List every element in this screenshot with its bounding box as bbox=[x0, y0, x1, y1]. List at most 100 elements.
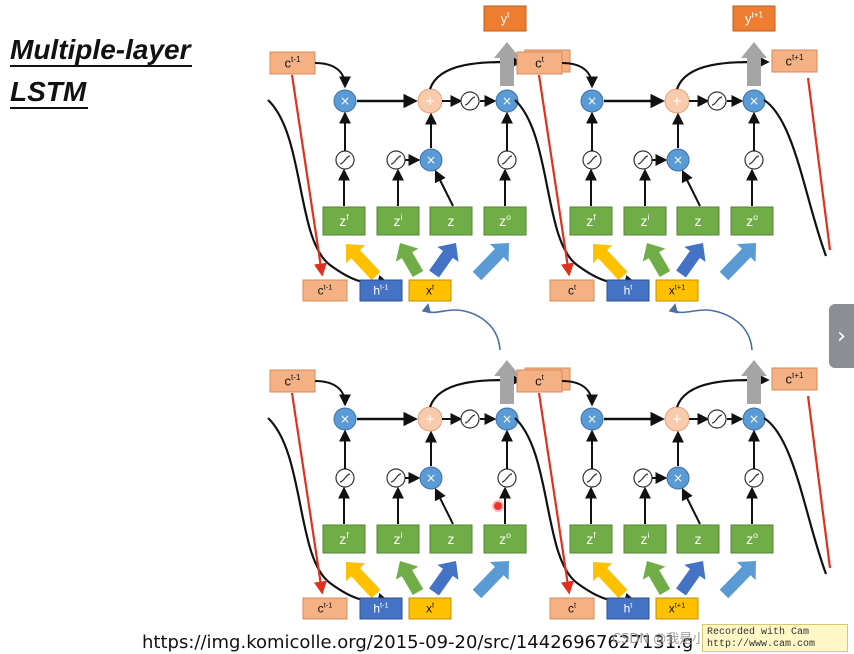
c-prev-box-label: ct bbox=[535, 373, 545, 388]
cell-input-arrow bbox=[429, 243, 459, 278]
gate-forget-box: zf bbox=[569, 206, 613, 236]
c-next-box-rect bbox=[771, 49, 818, 73]
gate-cell-input-box: z bbox=[429, 524, 473, 554]
forget-sigmoid-node-curve bbox=[586, 155, 598, 165]
input-c-box-label: ct-1 bbox=[318, 601, 333, 616]
input-h-box: ht-1 bbox=[359, 279, 403, 302]
gate-input-box: zi bbox=[623, 206, 667, 236]
red-dot-icon bbox=[492, 500, 504, 512]
hidden-output-arrow bbox=[494, 42, 520, 86]
input-multiply-node-sign: × bbox=[426, 471, 436, 485]
input-multiply-node-circle bbox=[666, 148, 690, 172]
c-recurrent-line bbox=[537, 392, 574, 595]
input-x-box-rect bbox=[408, 279, 452, 302]
input-multiply-node: × bbox=[419, 466, 443, 490]
gate-output-box-rect bbox=[730, 524, 774, 554]
gate-input-box-label: zi bbox=[394, 212, 403, 229]
output-gate-arrow bbox=[472, 561, 509, 599]
gate-output-box: zo bbox=[483, 206, 527, 236]
gate-output-box-label: zo bbox=[499, 530, 511, 547]
cell-add-node-sign: + bbox=[672, 412, 682, 426]
gate-input-box: zi bbox=[623, 524, 667, 554]
gate-cell-input-box-label: z bbox=[448, 531, 455, 547]
input-sigmoid-node-curve bbox=[390, 473, 402, 483]
input-h-box-rect bbox=[359, 597, 403, 620]
gate-cell-input-line bbox=[681, 169, 701, 207]
h-recurrent-line bbox=[267, 417, 391, 606]
slide-title-line2: LSTM bbox=[10, 76, 89, 109]
c-recurrent-line bbox=[290, 392, 327, 595]
forget-input-arrow bbox=[593, 244, 628, 281]
forget-sigmoid-node bbox=[582, 150, 602, 170]
gate-output-box-rect bbox=[483, 206, 527, 236]
gate-output-box: zo bbox=[730, 524, 774, 554]
cam-line-1: Recorded with Cam bbox=[707, 627, 810, 638]
output-tanh-node-curve bbox=[464, 414, 476, 424]
input-x-box: xt bbox=[408, 597, 452, 620]
forget-input-arrow bbox=[346, 562, 381, 599]
input-c-box-rect bbox=[549, 279, 595, 302]
gate-cell-input-box-rect bbox=[429, 524, 473, 554]
gate-input-box-rect bbox=[623, 206, 667, 236]
gate-cell-input-box-label: z bbox=[448, 213, 455, 229]
input-gate-arrow bbox=[642, 243, 671, 277]
cam-line-2: http://www.cam.com bbox=[707, 639, 816, 650]
cell-add-node: + bbox=[417, 88, 443, 114]
output-y-box-rect bbox=[732, 5, 776, 32]
gate-input-box-rect bbox=[623, 524, 667, 554]
output-y-box-rect bbox=[483, 5, 527, 32]
input-c-box: ct bbox=[549, 597, 595, 620]
right-edge-lines bbox=[763, 77, 832, 257]
output-y-box: yt+1 bbox=[732, 5, 776, 32]
forget-multiply-node: × bbox=[580, 89, 604, 113]
gate-output-box-label: zo bbox=[746, 530, 758, 547]
gate-cell-input-box: z bbox=[429, 206, 473, 236]
input-c-box-rect bbox=[302, 597, 348, 620]
gate-cell-input-line bbox=[681, 487, 701, 525]
h-recurrent-line bbox=[267, 99, 391, 288]
gate-input-box-rect bbox=[376, 524, 420, 554]
gate-cell-input-box: z bbox=[676, 524, 720, 554]
input-gate-arrow bbox=[395, 243, 424, 277]
c-recurrent-line bbox=[290, 74, 327, 277]
output-sigmoid-node-curve bbox=[748, 473, 760, 483]
output-gate-arrow bbox=[472, 243, 509, 281]
gate-cell-input-box-label: z bbox=[695, 213, 702, 229]
recording-badge: Recorded with Cam http://www.cam.com bbox=[702, 624, 848, 652]
gate-cell-input-box-rect bbox=[429, 206, 473, 236]
input-x-box-label: xt+1 bbox=[669, 601, 686, 616]
forget-sigmoid-node-curve bbox=[339, 155, 351, 165]
title-text-2: LSTM bbox=[10, 76, 89, 109]
input-multiply-node: × bbox=[666, 466, 690, 490]
footer-url[interactable]: https://img.komicolle.org/2015-09-20/src… bbox=[142, 632, 694, 653]
output-multiply-node: × bbox=[495, 407, 519, 431]
input-sigmoid-node-curve bbox=[637, 155, 649, 165]
input-h-box-label: ht-1 bbox=[373, 601, 388, 616]
c-prev-arrow bbox=[561, 62, 598, 89]
c-prev-box: ct-1 bbox=[269, 369, 316, 393]
cell-input-arrow bbox=[676, 561, 706, 596]
forget-multiply-node: × bbox=[580, 407, 604, 431]
output-sigmoid-node bbox=[744, 150, 764, 170]
layer-link-arrows bbox=[421, 303, 753, 351]
input-h-box-rect bbox=[606, 279, 650, 302]
input-x-box-label: xt bbox=[426, 601, 435, 616]
forget-input-arrow bbox=[593, 562, 628, 599]
input-c-box-rect bbox=[549, 597, 595, 620]
c-prev-box-label: ct-1 bbox=[285, 373, 301, 388]
h-exit-line bbox=[763, 417, 828, 575]
output-multiply-node: × bbox=[742, 89, 766, 113]
output-gate-arrow bbox=[719, 243, 756, 281]
output-tanh-node-curve bbox=[711, 414, 723, 424]
gate-output-box-label: zo bbox=[746, 212, 758, 229]
output-tanh-node-curve bbox=[711, 96, 723, 106]
input-h-box-label: ht-1 bbox=[373, 283, 388, 298]
gate-output-box-rect bbox=[483, 524, 527, 554]
gate-forget-box-label: zf bbox=[586, 530, 596, 547]
slide-title-line1: Multiple-layer bbox=[10, 34, 193, 67]
next-slide-button[interactable]: › bbox=[829, 304, 854, 368]
